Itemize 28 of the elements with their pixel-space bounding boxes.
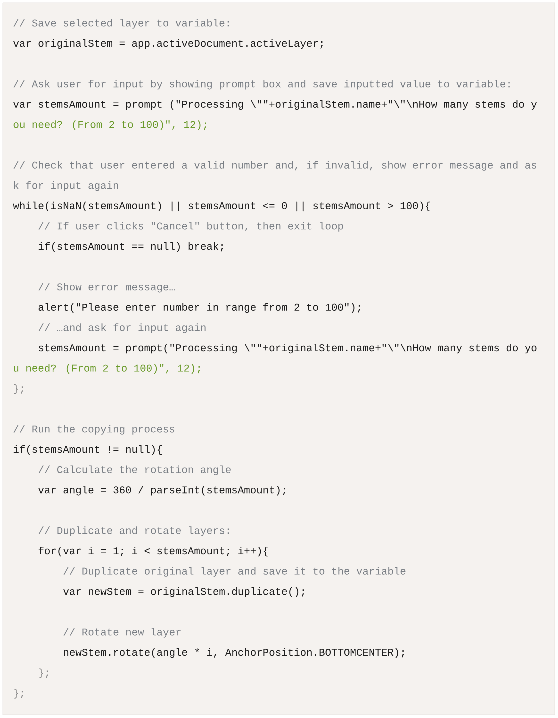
code-line: // …and ask for input again [38,324,206,334]
code-line: var newStem = originalStem.duplicate(); [64,588,304,598]
code-line: for(var i = 1; i < stemsAmount; i++){ [38,546,268,557]
code-line: var stemsAmount = prompt ("Processing \""+originalStem.name+"\"\nHow many stems do y [14,100,537,110]
code-line: stemsAmount = prompt("Processing \""+originalStem.name+"\"\nHow many stems do yo [39,344,537,354]
code-line: var originalStem = app.activeDocument.activeLayer; [14,39,323,50]
code-line: }; [14,689,24,699]
code-line: while(isNaN(stemsAmount) || stemsAmount <= 0 || stemsAmount > 100){ [13,202,430,212]
code-line: // Duplicate original layer and save it to the variable [64,567,406,577]
code-line: // Ask user for input by showing prompt box and save inputted value to variable: [14,80,510,90]
code-line: // Run the copying process [14,425,175,435]
code-line: // Duplicate and rotate layers: [38,526,230,536]
code-line: if(stemsAmount == null) break; [38,242,224,252]
code-line: var angle = 360 / parseInt(stemsAmount); [38,486,286,496]
code-line: newStem.rotate(angle * i, AnchorPosition.BOTTOMCENTER); [64,648,404,658]
code-line: ou need? (From 2 to 100)", 12); [14,120,206,130]
code-line: u need? (From 2 to 100)", 12); [14,364,200,374]
code-line: // Calculate the rotation angle [38,466,231,476]
code-line: if(stemsAmount != null){ [14,445,162,456]
code-line: k for input again [14,182,118,192]
code-line: // Check that user entered a valid number and, if invalid, show error message and as [14,161,536,171]
code-line: }; [14,384,24,394]
code-line: }; [39,668,48,678]
code-line: // Rotate new layer [64,628,181,638]
code-line: alert("Please enter number in range from 2 to 100"); [38,303,360,314]
code-line: // Show error message… [38,283,175,293]
code-line: // If user clicks "Cancel" button, then exit loop [38,222,344,232]
code-line: // Save selected layer to variable: [14,19,230,29]
